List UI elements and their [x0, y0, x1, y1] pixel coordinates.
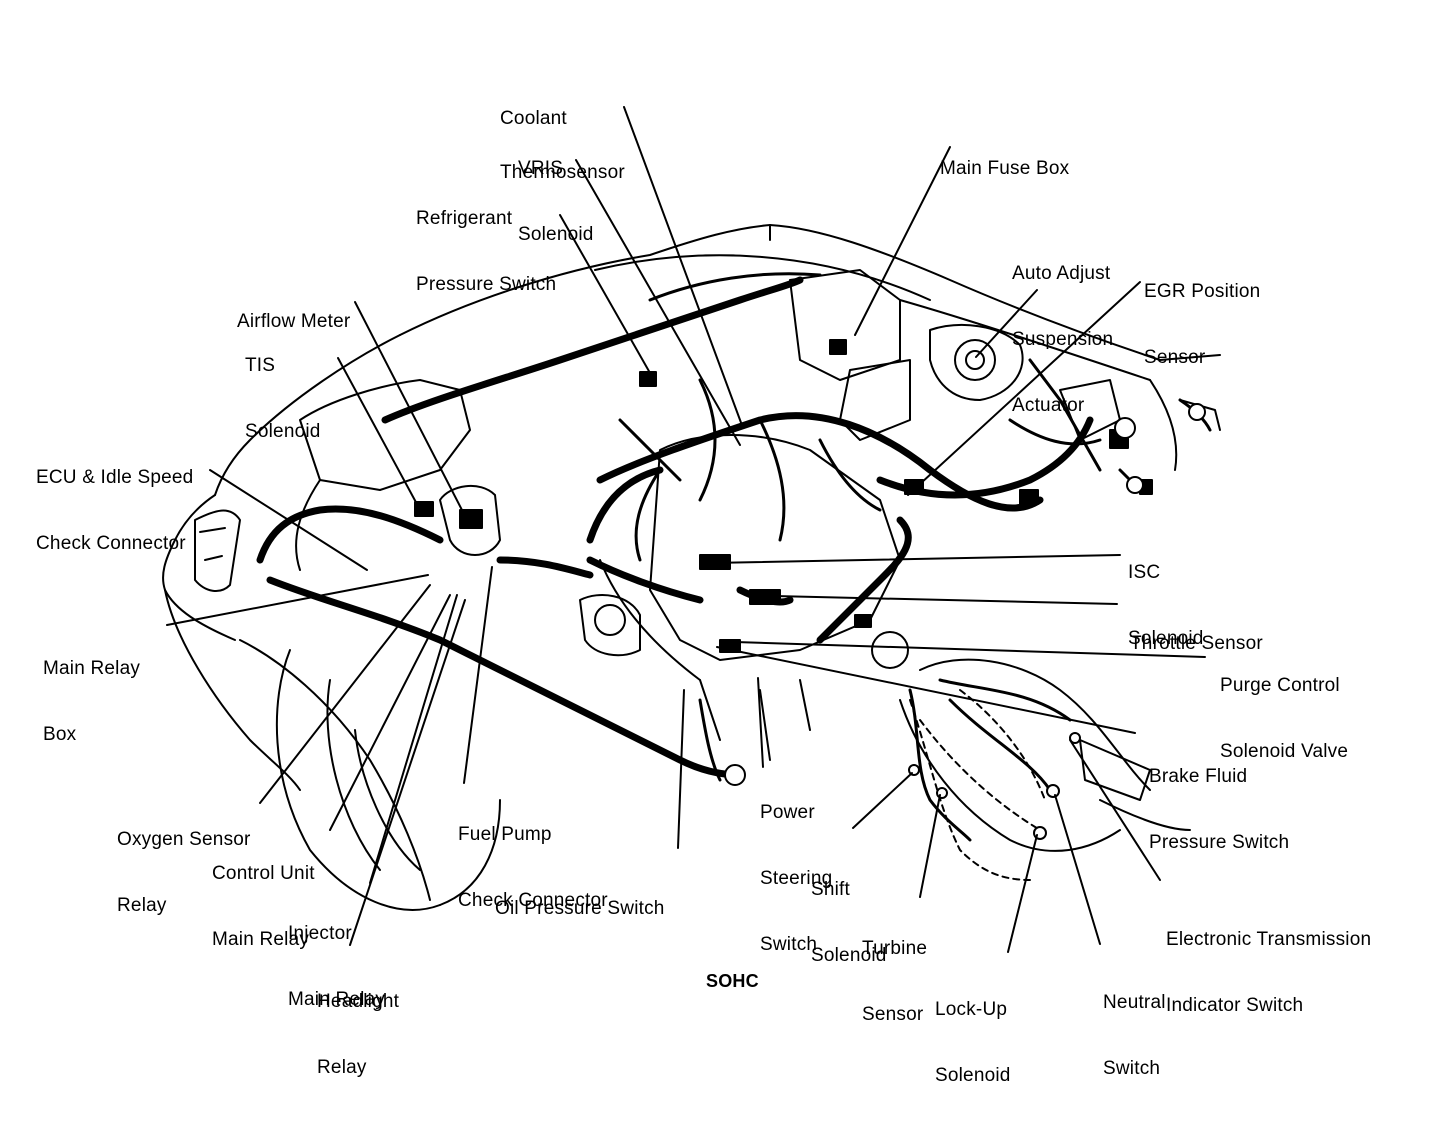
label-ecu-idle-speed-check-connector: ECU & Idle Speed Check Connector: [36, 423, 193, 599]
label-line: Main Fuse Box: [940, 158, 1070, 179]
label-headlight-relay: Headlight Relay: [317, 947, 399, 1123]
label-line: Sensor: [1144, 347, 1206, 368]
label-line: Switch: [760, 934, 818, 955]
label-line: Injector: [288, 923, 352, 944]
label-line: Solenoid Valve: [1220, 741, 1349, 762]
label-coolant-thermosensor: Coolant Thermosensor: [500, 74, 625, 218]
leader-lines: [166, 106, 1206, 953]
label-main-relay-box: Main Relay Box: [43, 614, 140, 790]
label-neutral-switch: Neutral Switch: [1103, 948, 1166, 1124]
label-tis-solenoid: TIS Solenoid: [245, 311, 321, 487]
label-line: Box: [43, 724, 77, 745]
wiring-harness: [256, 276, 1094, 779]
label-line: Neutral: [1103, 992, 1166, 1013]
label-line: Oxygen Sensor: [117, 829, 251, 850]
label-line: Headlight: [317, 991, 400, 1012]
label-line: Coolant: [500, 108, 567, 129]
label-line: Solenoid: [935, 1065, 1011, 1086]
label-isc-solenoid: ISC Solenoid: [1128, 518, 1204, 694]
label-line: Switch: [1103, 1058, 1161, 1079]
label-electronic-transmission-indicator-switch: Electronic Transmission Indicator Switch: [1166, 885, 1371, 1061]
label-injector-main-relay: Injector Main Relay: [288, 879, 385, 1055]
label-line: Solenoid: [1128, 628, 1204, 649]
label-line: Lock-Up: [935, 999, 1008, 1020]
label-line: Refrigerant: [416, 208, 513, 229]
label-line: Turbine: [862, 938, 928, 959]
label-line: Fuel Pump: [458, 824, 552, 845]
label-throttle-sensor: Throttle Sensor: [1130, 589, 1263, 699]
transmission-wiring-dashed: [909, 689, 1046, 881]
label-line: Check Connector: [36, 533, 186, 554]
label-airflow-meter: Airflow Meter: [237, 267, 350, 377]
label-line: Thermosensor: [500, 162, 625, 183]
engine-illustration: [162, 106, 1221, 953]
label-line: Electronic Transmission: [1166, 929, 1372, 950]
label-line: Airflow Meter: [237, 311, 351, 332]
label-fuel-pump-check-connector: Fuel Pump Check Connector: [458, 780, 608, 956]
label-line: ECU & Idle Speed: [36, 467, 194, 488]
label-line: Relay: [117, 895, 167, 916]
label-line: VRIS: [518, 158, 564, 179]
label-power-steering-switch: Power Steering Switch: [760, 758, 832, 1000]
label-line: Control Unit: [212, 863, 315, 884]
label-brake-fluid-pressure-switch: Brake Fluid Pressure Switch: [1149, 722, 1289, 898]
label-vris-solenoid: VRIS Solenoid: [518, 114, 594, 290]
label-line: Relay: [317, 1057, 367, 1078]
label-line: Oil Pressure Switch: [495, 898, 665, 919]
label-line: Throttle Sensor: [1130, 633, 1263, 654]
label-line: Pressure Switch: [416, 274, 557, 295]
diagram-caption: SOHC: [706, 971, 759, 991]
label-line: Main Relay: [212, 929, 310, 950]
label-line: Solenoid: [518, 224, 594, 245]
label-line: Actuator: [1012, 395, 1085, 416]
label-line: Solenoid: [245, 421, 321, 442]
label-line: Indicator Switch: [1166, 995, 1304, 1016]
label-lock-up-solenoid: Lock-Up Solenoid: [935, 955, 1011, 1131]
label-purge-control-solenoid-valve: Purge Control Solenoid Valve: [1220, 631, 1348, 807]
label-shift-solenoid: Shift Solenoid: [811, 835, 887, 1011]
label-line: Brake Fluid: [1149, 766, 1248, 787]
label-line: Suspension: [1012, 329, 1114, 350]
label-auto-adjust-suspension-actuator: Auto Adjust Suspension Actuator: [1012, 219, 1113, 461]
wiring-harness-thin: [618, 272, 1212, 842]
engine-compartment-diagram: Coolant Thermosensor VRIS Solenoid Refri…: [36, 74, 1371, 1086]
label-line: Solenoid: [811, 945, 887, 966]
label-line: Power: [760, 802, 815, 823]
label-line: ISC: [1128, 562, 1161, 583]
label-refrigerant-pressure-switch: Refrigerant Pressure Switch: [416, 164, 556, 340]
label-oxygen-sensor-relay: Oxygen Sensor Relay: [117, 785, 251, 961]
label-control-unit-main-relay: Control Unit Main Relay: [212, 819, 315, 995]
label-line: Main Relay: [288, 989, 386, 1010]
label-line: TIS: [245, 355, 276, 376]
small-circles: [594, 403, 1206, 840]
label-line: Pressure Switch: [1149, 832, 1290, 853]
label-main-fuse-box: Main Fuse Box: [940, 114, 1069, 224]
label-line: Steering: [760, 868, 833, 889]
label-line: Shift: [811, 879, 851, 900]
label-line: Auto Adjust: [1012, 263, 1111, 284]
label-line: EGR Position: [1144, 281, 1261, 302]
label-turbine-sensor: Turbine Sensor: [862, 894, 927, 1070]
label-line: Main Relay: [43, 658, 141, 679]
label-line: Sensor: [862, 1004, 924, 1025]
label-line: Purge Control: [1220, 675, 1340, 696]
label-egr-position-sensor: EGR Position Sensor: [1144, 237, 1260, 413]
label-line: Check Connector: [458, 890, 608, 911]
label-oil-pressure-switch: Oil Pressure Switch: [495, 854, 665, 964]
